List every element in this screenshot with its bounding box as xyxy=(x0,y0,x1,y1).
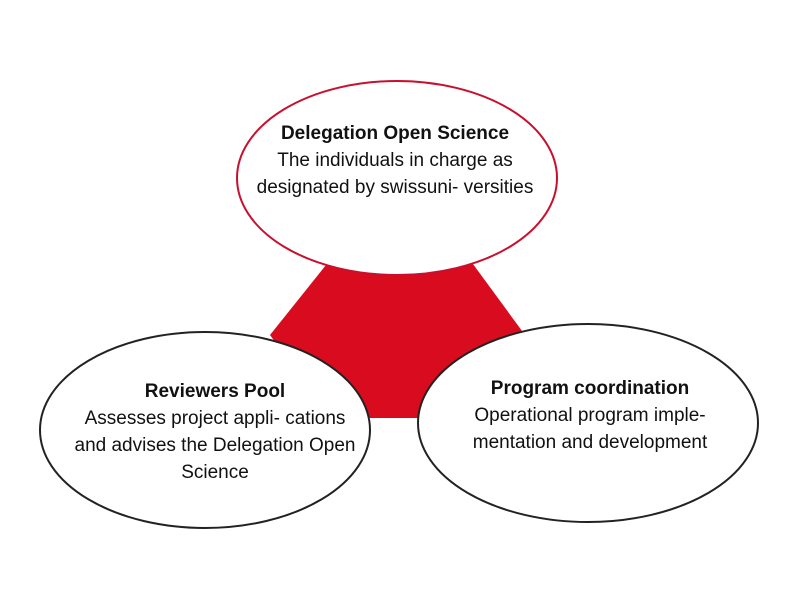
program-coordination-description: Operational program imple- mentation and… xyxy=(472,405,708,453)
reviewers-pool-node: Reviewers Pool Assesses project appli- c… xyxy=(70,378,360,486)
delegation-open-science-title: Delegation Open Science xyxy=(280,123,510,144)
delegation-open-science-description: The individuals in charge as designated … xyxy=(256,150,534,198)
program-coordination-title: Program coordination xyxy=(490,378,690,399)
program-coordination-ellipse xyxy=(417,323,759,523)
reviewers-pool-ellipse xyxy=(39,331,371,529)
reviewers-pool-description: Assesses project appli- cations and advi… xyxy=(74,408,356,483)
delegation-open-science-node: Delegation Open Science The individuals … xyxy=(245,120,545,201)
program-coordination-node: Program coordination Operational program… xyxy=(440,375,740,456)
reviewers-pool-title: Reviewers Pool xyxy=(144,381,286,402)
delegation-open-science-ellipse xyxy=(236,80,558,276)
